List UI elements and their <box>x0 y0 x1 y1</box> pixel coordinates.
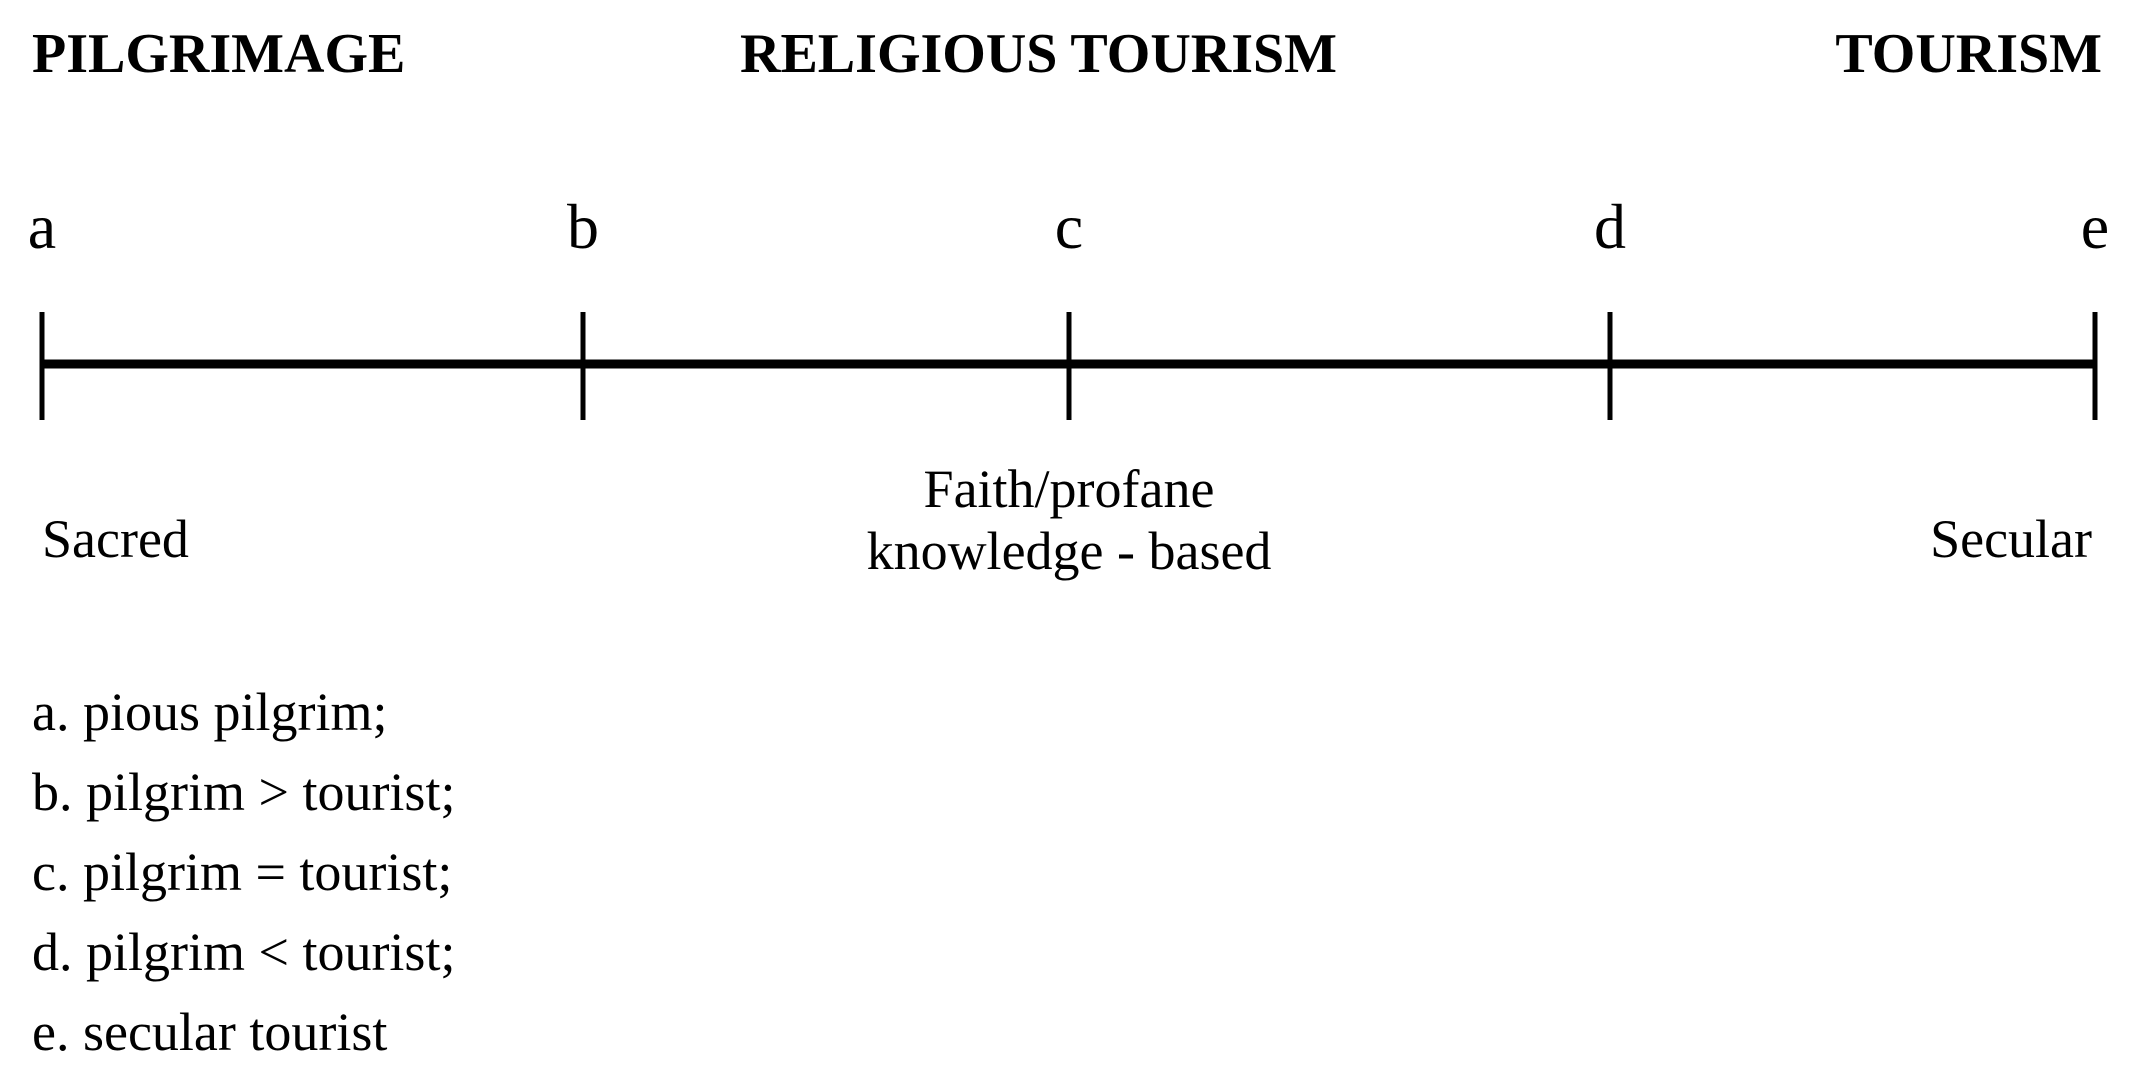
point-label-a: a <box>27 191 57 262</box>
category-religious-tourism: RELIGIOUS TOURISM <box>740 23 1337 85</box>
category-tourism: TOURISM <box>1835 23 2102 85</box>
legend-item-b: b. pilgrim > tourist; <box>32 762 456 822</box>
legend-item-a: a. pious pilgrim; <box>32 682 388 742</box>
descriptor-secular: Secular <box>1930 509 2092 569</box>
point-label-e: e <box>2080 191 2110 262</box>
legend-item-c: c. pilgrim = tourist; <box>32 842 453 902</box>
descriptor-faith-profane: Faith/profane knowledge - based <box>867 458 1272 582</box>
descriptor-faith-profane-line1: Faith/profane <box>923 459 1215 519</box>
descriptor-sacred: Sacred <box>42 509 189 569</box>
point-label-d: d <box>1594 191 1626 262</box>
point-label-b: b <box>567 191 599 262</box>
legend-item-e: e. secular tourist <box>32 1002 388 1062</box>
category-pilgrimage: PILGRIMAGE <box>32 23 406 85</box>
legend-item-d: d. pilgrim < tourist; <box>32 922 456 982</box>
point-label-c: c <box>1054 191 1084 262</box>
descriptor-faith-profane-line2: knowledge - based <box>866 521 1272 582</box>
legend-list: a. pious pilgrim; b. pilgrim > tourist; … <box>32 672 455 1072</box>
